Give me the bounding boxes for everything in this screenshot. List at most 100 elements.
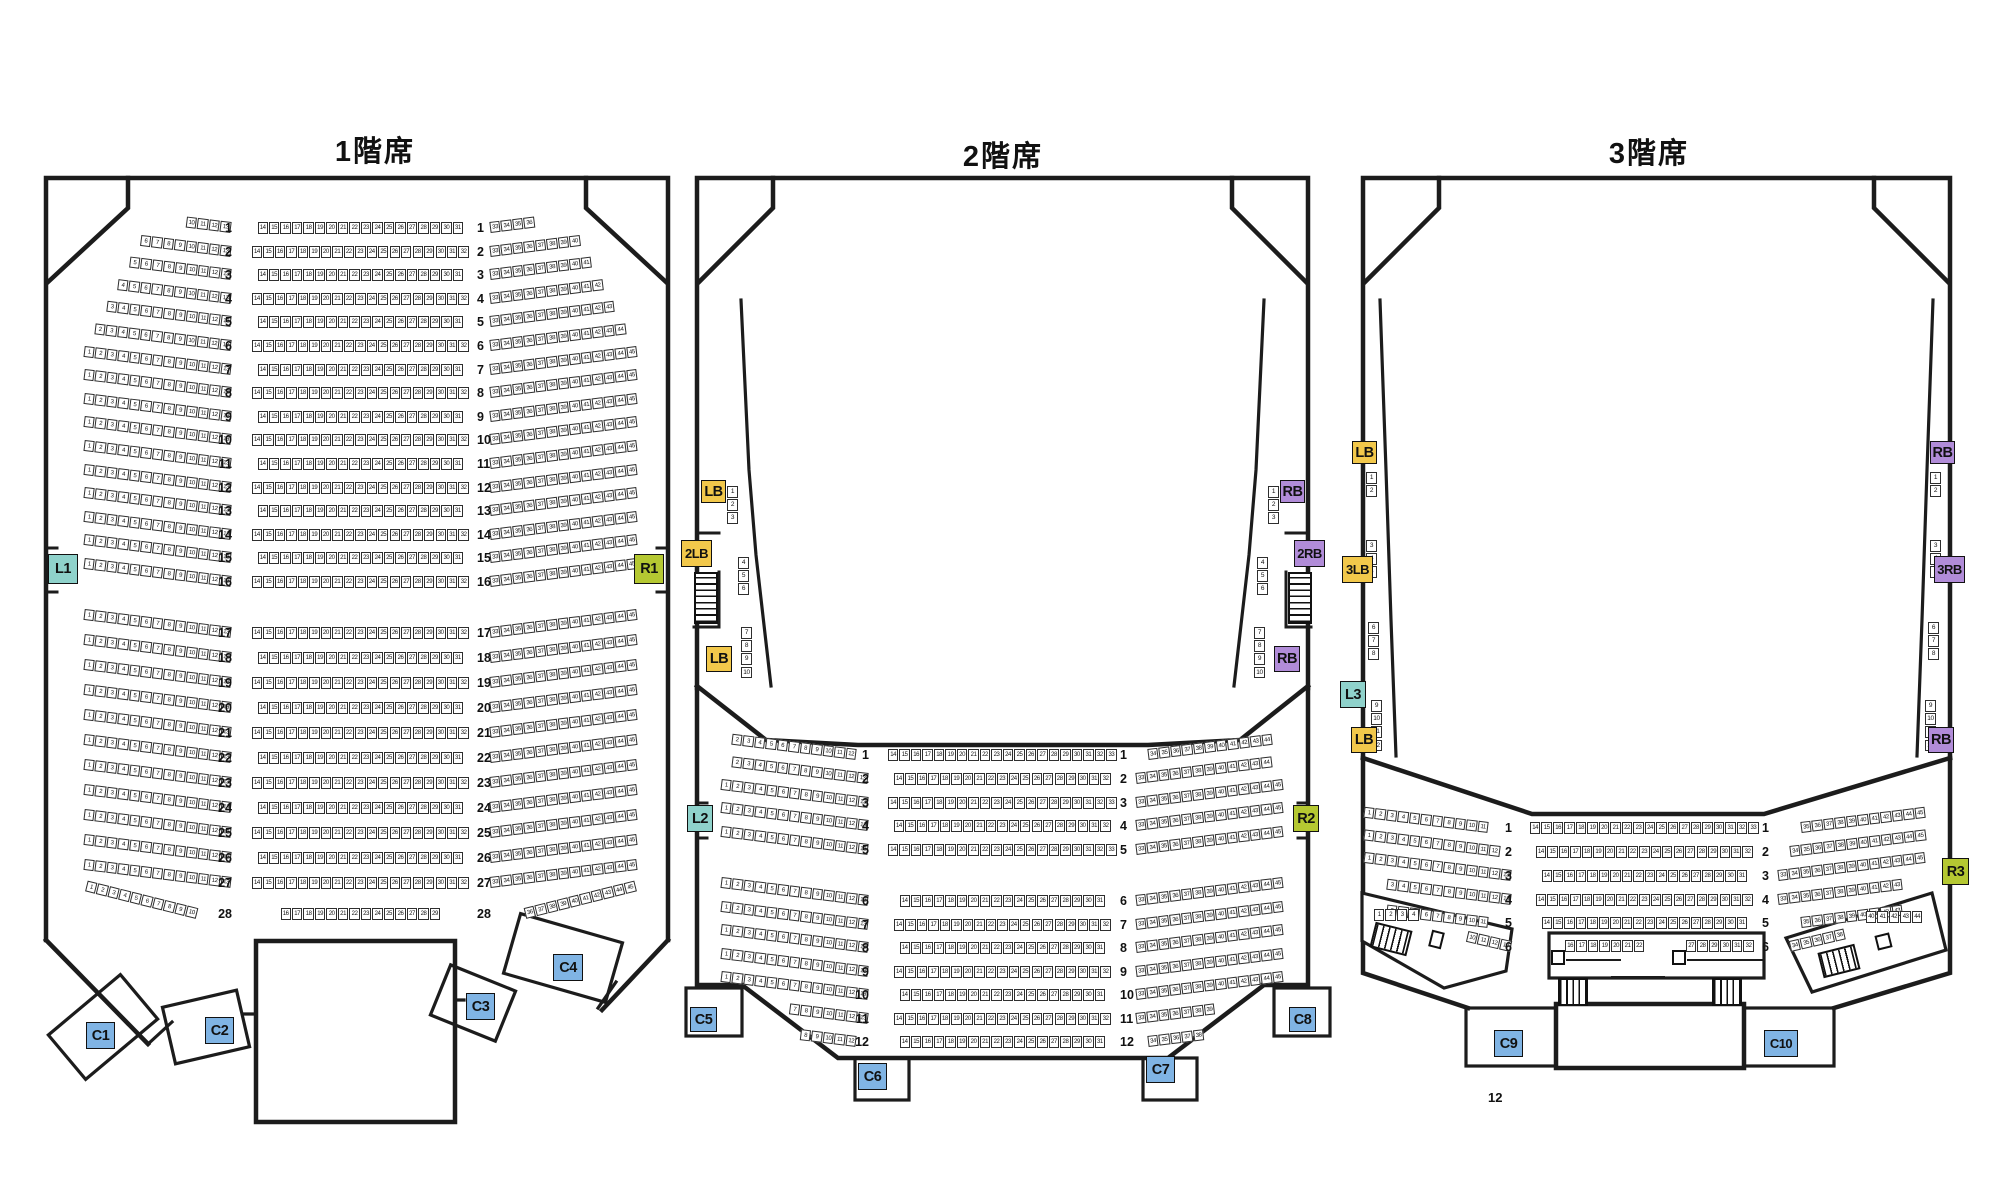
- seat: 29: [1708, 940, 1720, 952]
- seat: 3: [105, 443, 118, 456]
- seat: 9: [811, 837, 823, 850]
- seat: 8: [741, 640, 752, 652]
- seat: 33: [1106, 797, 1117, 809]
- seat: 38: [546, 869, 558, 882]
- seat: 23: [360, 316, 372, 328]
- seat: 10: [185, 796, 198, 810]
- seat: 17: [286, 293, 297, 305]
- seat: 8: [1442, 886, 1455, 899]
- seat: 39: [1845, 815, 1858, 828]
- seat: 37: [1180, 935, 1193, 948]
- seat: 45: [626, 393, 638, 406]
- seat: 25: [383, 269, 395, 281]
- seat: 15: [263, 482, 274, 494]
- seat: 19: [951, 773, 962, 785]
- seat: 1: [719, 877, 732, 890]
- seat: 2: [94, 417, 106, 431]
- seat: 44: [1260, 756, 1273, 770]
- seat: 8: [162, 769, 175, 782]
- row-label: 15: [477, 551, 491, 565]
- seat: 18: [297, 677, 309, 689]
- seat: 26: [389, 827, 400, 839]
- row-label: 5: [1120, 843, 1127, 857]
- seat: 14: [893, 773, 905, 785]
- seat: 26: [389, 727, 400, 739]
- seat: 6: [139, 471, 152, 484]
- seat: 37: [534, 820, 547, 833]
- seat: 6: [1419, 859, 1432, 872]
- seat: 5: [128, 714, 141, 728]
- seat: 24: [372, 269, 383, 281]
- seat: 22: [991, 989, 1002, 1001]
- seat: 28: [1060, 989, 1071, 1001]
- seat: 4: [117, 515, 129, 528]
- seat: 31: [1725, 822, 1736, 834]
- seat: 43: [603, 712, 615, 725]
- seat: 43: [603, 737, 615, 750]
- seat: 6: [139, 447, 152, 460]
- seat: 11: [196, 548, 209, 561]
- seat: 39: [1845, 910, 1858, 923]
- seat: 25: [378, 877, 389, 889]
- seat: 36: [1811, 864, 1824, 878]
- seat: 10: [822, 1032, 835, 1045]
- seat: 38: [1192, 887, 1204, 900]
- seat: 8: [162, 426, 175, 439]
- seat: 24: [372, 222, 383, 234]
- seat: 23: [1644, 870, 1656, 882]
- seat: 6: [139, 423, 152, 436]
- seat: 14: [251, 293, 263, 305]
- seat: 7: [151, 236, 164, 250]
- seat: 9: [174, 239, 186, 252]
- seat: 1: [82, 609, 95, 622]
- seat: 34: [1146, 986, 1159, 1000]
- row-label: 11: [218, 457, 232, 471]
- seat: 18: [1587, 870, 1598, 882]
- seat: 11: [833, 938, 846, 951]
- seat: 36: [1169, 814, 1182, 828]
- row-label: 16: [477, 575, 491, 589]
- seat: 36: [523, 263, 536, 277]
- seat: 6: [139, 866, 152, 879]
- seat: 22: [349, 458, 360, 470]
- seat: 38: [546, 261, 558, 274]
- seat: 44: [614, 660, 627, 674]
- seat: 18: [303, 505, 314, 517]
- seat: 39: [557, 401, 570, 415]
- seat: 7: [788, 741, 800, 754]
- seat: 44: [1260, 925, 1273, 939]
- seat: 16: [280, 364, 291, 376]
- seat: 4: [117, 491, 129, 504]
- seat: 42: [1237, 783, 1250, 796]
- seat: 17: [291, 222, 303, 234]
- seat: 19: [951, 919, 962, 931]
- row-label: 1: [1762, 821, 1769, 835]
- seat: 41: [580, 664, 593, 678]
- seat: 23: [355, 727, 366, 739]
- seat: 28: [1054, 1013, 1065, 1025]
- seat: 23: [355, 777, 366, 789]
- seat: 18: [303, 802, 314, 814]
- seat: 28: [412, 387, 423, 399]
- seat: 5: [128, 864, 141, 878]
- seat: 43: [1249, 782, 1261, 795]
- seat: 7: [151, 401, 163, 415]
- seat: 1: [82, 393, 95, 406]
- seat: 27: [1037, 749, 1048, 761]
- seat: 37: [1823, 818, 1835, 831]
- walls-floor1: [42, 175, 672, 1125]
- seat: 21: [1621, 870, 1633, 882]
- seat: 39: [557, 767, 570, 781]
- seat: 19: [956, 1036, 968, 1048]
- seat: 21: [337, 752, 349, 764]
- seat: 28: [1702, 917, 1713, 929]
- seat: 1: [1366, 472, 1377, 484]
- seat: 39: [1203, 885, 1216, 899]
- seat: 9: [174, 309, 186, 322]
- seat: 31: [1731, 940, 1743, 952]
- seat: 17: [291, 652, 303, 664]
